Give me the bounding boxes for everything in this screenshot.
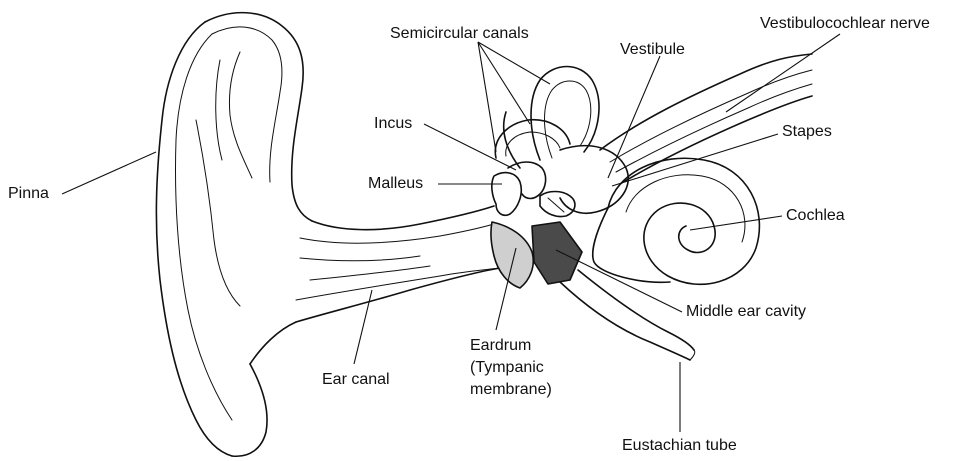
label-cochlea: Cochlea xyxy=(786,207,845,224)
label-semicircular-canals: Semicircular canals xyxy=(390,25,529,42)
leader-middle-ear-cavity xyxy=(556,250,682,312)
leader-semicircular-1 xyxy=(478,42,550,84)
leader-semicircular-3 xyxy=(478,42,496,152)
ear-canal-drawing xyxy=(296,206,500,322)
leader-cochlea xyxy=(690,216,782,230)
label-incus: Incus xyxy=(374,115,412,132)
label-middle-ear-cavity: Middle ear cavity xyxy=(686,303,806,320)
label-eardrum-alt-1: (Tympanic xyxy=(470,359,544,376)
label-vestibulocochlear-nerve: Vestibulocochlear nerve xyxy=(760,15,930,32)
leader-pinna xyxy=(62,152,156,194)
label-eustachian-tube: Eustachian tube xyxy=(622,437,737,454)
leader-semicircular-2 xyxy=(478,42,530,124)
pinna-drawing xyxy=(156,13,312,457)
leader-incus xyxy=(424,124,516,170)
leader-ear-canal xyxy=(354,290,372,364)
label-stapes: Stapes xyxy=(782,123,832,140)
label-eardrum: Eardrum xyxy=(470,337,531,354)
label-malleus: Malleus xyxy=(368,175,423,192)
label-ear-canal: Ear canal xyxy=(322,371,390,388)
labels: Semicircular canals Vestibule Vestibuloc… xyxy=(8,15,930,454)
label-eardrum-alt-2: membrane) xyxy=(470,381,552,398)
leader-stapes xyxy=(612,134,778,186)
label-vestibule: Vestibule xyxy=(620,41,685,58)
leader-lines xyxy=(62,34,840,432)
label-pinna: Pinna xyxy=(8,185,49,202)
